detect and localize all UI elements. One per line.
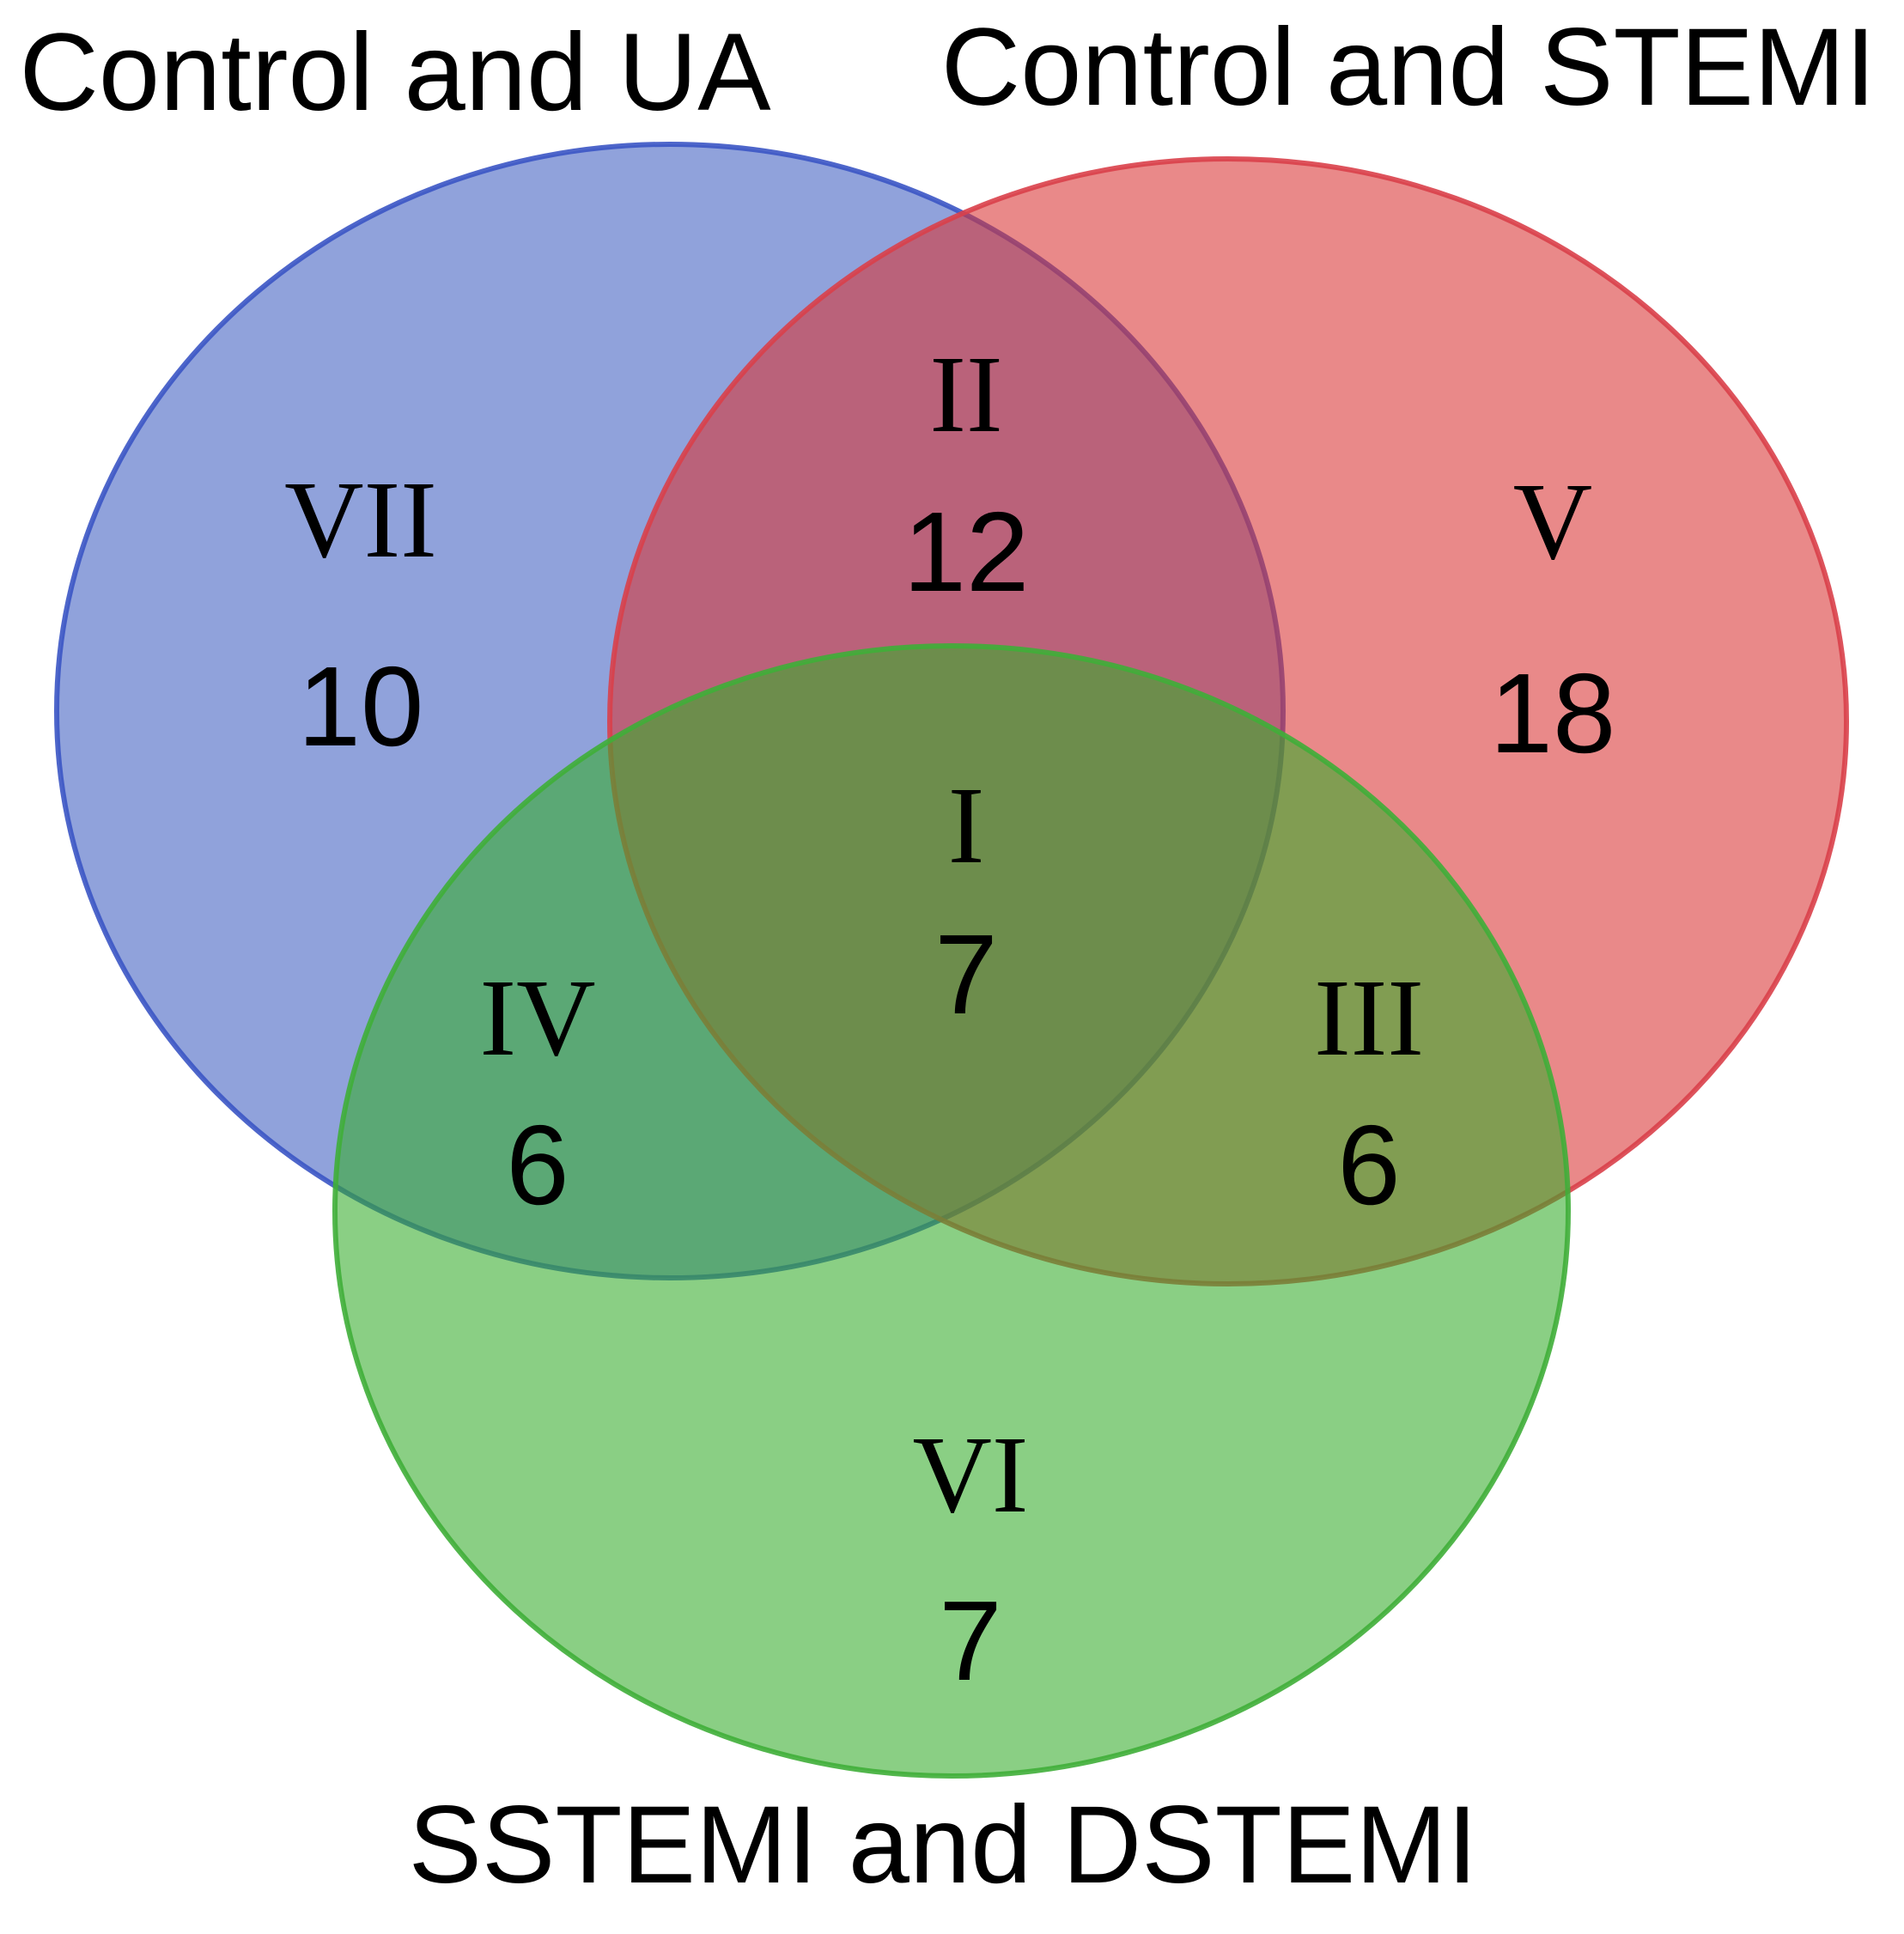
set-title-stemi: Control and STEMI: [941, 6, 1876, 129]
region-count-ii: 12: [903, 489, 1030, 615]
region-count-vi: 7: [939, 1578, 1001, 1704]
region-label-vi: VI: [912, 1414, 1028, 1536]
region-label-vii: VII: [284, 459, 437, 581]
region-count-v: 18: [1490, 650, 1616, 776]
region-label-v: V: [1513, 460, 1592, 582]
region-label-iv: IV: [479, 957, 595, 1079]
region-count-iii: 6: [1337, 1102, 1400, 1228]
region-count-vii: 10: [298, 643, 424, 769]
set-circle-sstemi: [332, 643, 1571, 1779]
region-count-i: 7: [934, 911, 997, 1037]
region-label-iii: III: [1314, 957, 1424, 1079]
region-label-i: I: [948, 764, 985, 886]
region-label-ii: II: [929, 333, 1002, 455]
set-title-sstemi: SSTEMI and DSTEMI: [409, 1784, 1478, 1907]
region-count-iv: 6: [506, 1102, 569, 1228]
set-title-ua: Control and UA: [19, 11, 771, 134]
